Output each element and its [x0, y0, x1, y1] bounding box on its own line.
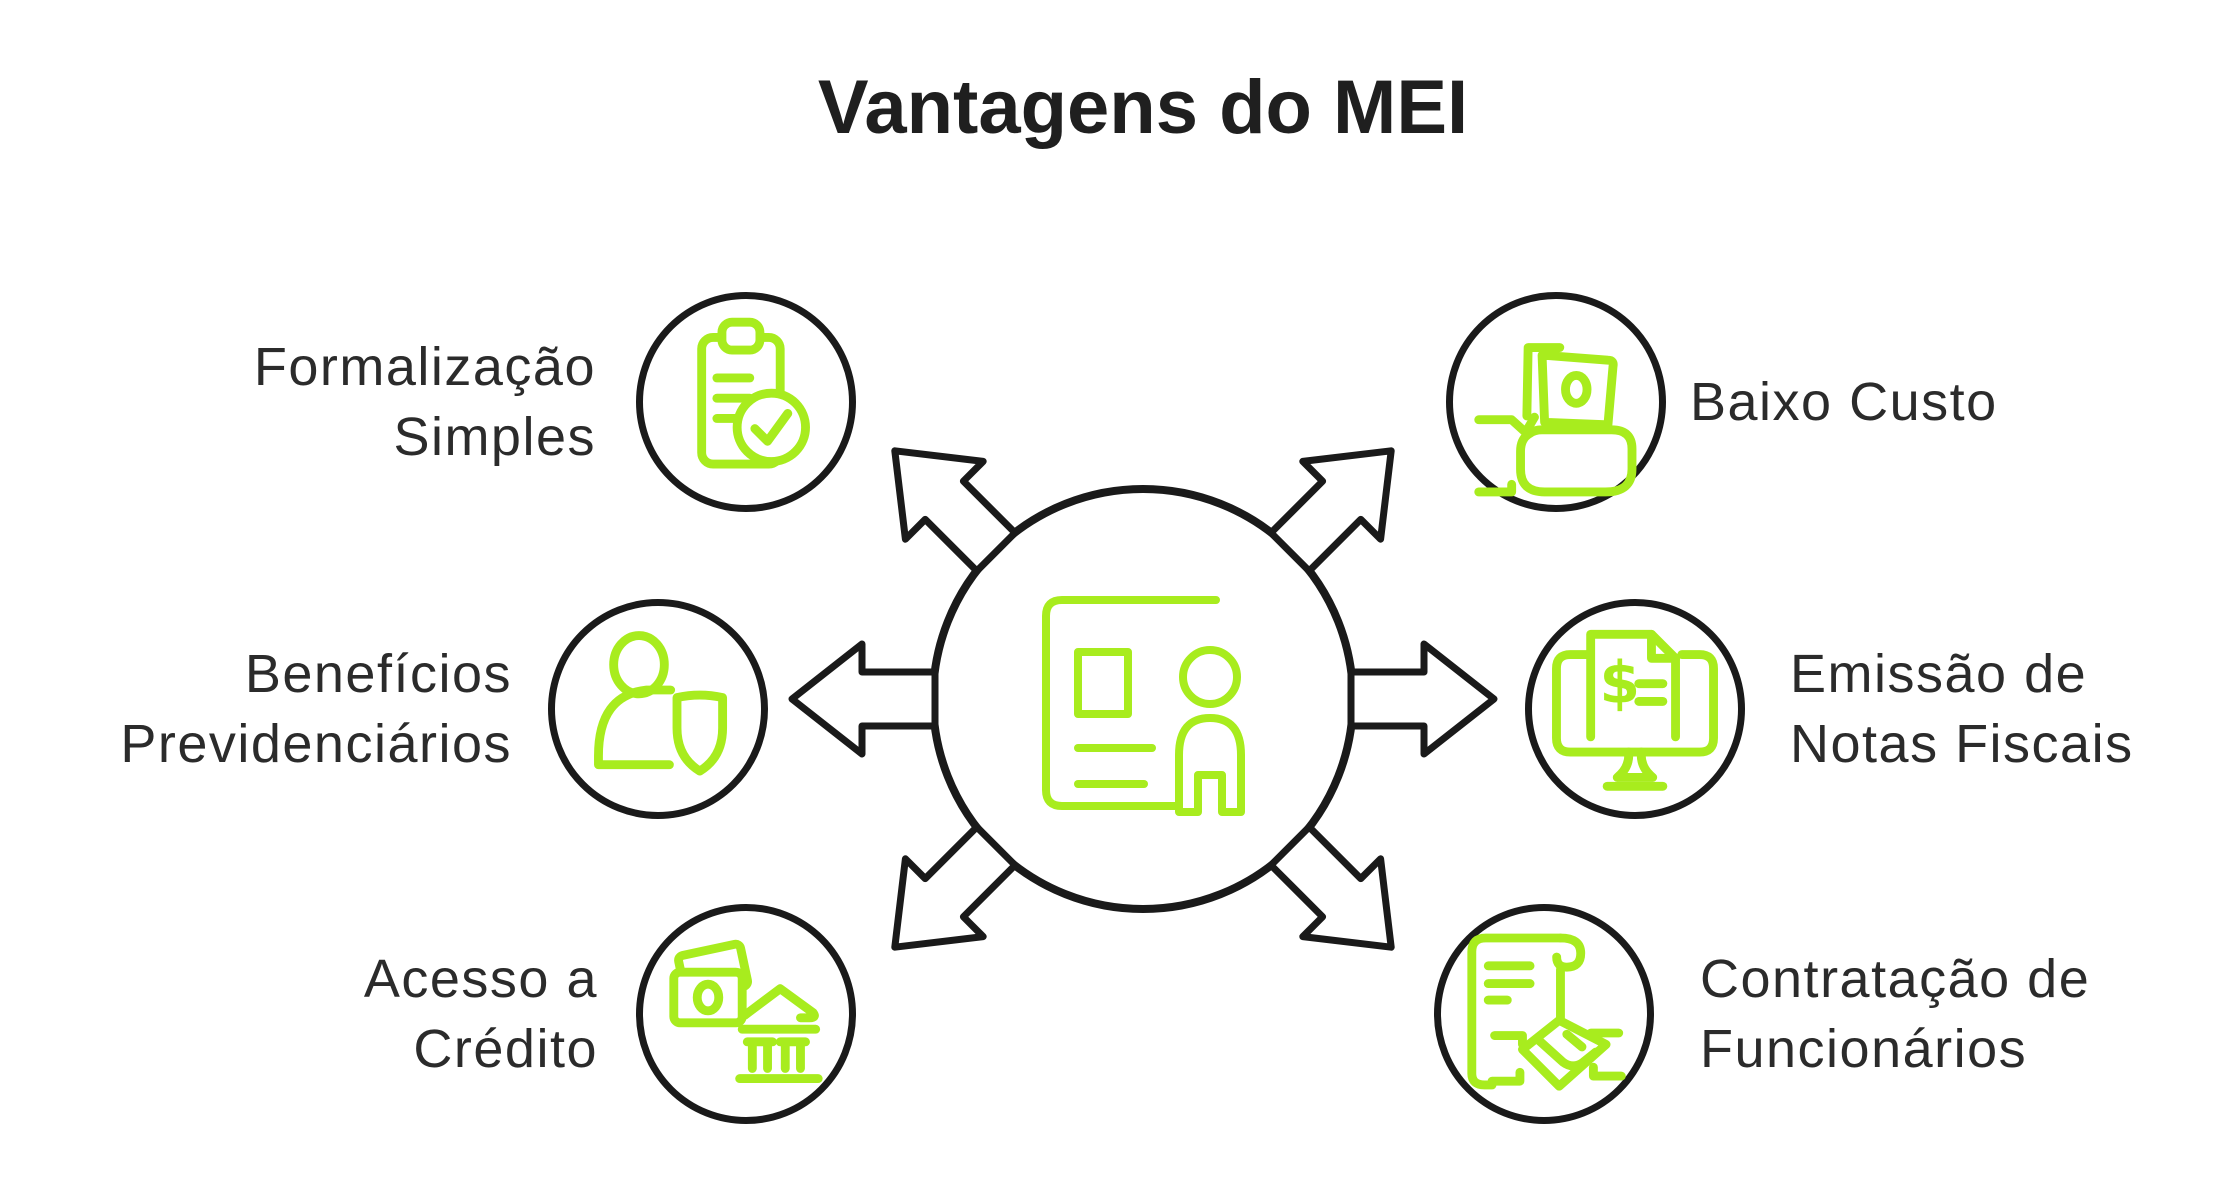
label-line: Contratação de [1700, 949, 2091, 1009]
node-emissao-notas-fiscais: $ [1525, 599, 1745, 819]
label-line: Previdenciários [120, 714, 512, 774]
arrow-down-left-icon [891, 823, 1019, 951]
scroll-handshake-icon [1467, 933, 1626, 1091]
node-contratacao-funcionarios [1434, 904, 1654, 1124]
label-formalizacao-simples: Formalização Simples [254, 332, 596, 472]
hand-money-icon [1474, 343, 1637, 497]
node-baixo-custo [1446, 292, 1666, 512]
monitor-invoice-icon: $ [1552, 629, 1718, 791]
label-beneficios-previdenciarios: Benefícios Previdenciários [120, 639, 512, 779]
arrow-right-icon [1347, 640, 1498, 758]
node-beneficios-previdenciarios [548, 599, 768, 819]
label-line: Notas Fiscais [1790, 714, 2134, 774]
person-shield-icon [594, 631, 728, 776]
money-bank-icon [669, 939, 823, 1084]
label-baixo-custo: Baixo Custo [1690, 367, 1998, 437]
label-line: Funcionários [1700, 1019, 2028, 1079]
page-title: Vantagens do MEI [817, 65, 1469, 150]
label-contratacao-funcionarios: Contratação de Funcionários [1700, 944, 2090, 1084]
label-acesso-a-credito: Acesso a Crédito [364, 944, 598, 1084]
clipboard-check-icon [697, 317, 810, 469]
arrow-left-icon [788, 640, 939, 758]
label-emissao-notas-fiscais: Emissão de Notas Fiscais [1790, 639, 2134, 779]
arrow-down-right-icon [1267, 823, 1395, 951]
label-line: Formalização [253, 337, 596, 397]
svg-text:$: $ [1600, 649, 1641, 717]
id-card-icon [1042, 596, 1245, 816]
label-line: Emissão de [1790, 644, 2088, 704]
label-line: Crédito [413, 1019, 598, 1079]
central-hub [788, 447, 1498, 951]
arrow-up-left-icon [891, 447, 1019, 575]
label-line: Benefícios [244, 644, 512, 704]
label-line: Simples [393, 407, 596, 467]
node-formalizacao-simples [636, 292, 856, 512]
label-line: Baixo Custo [1690, 372, 1998, 432]
node-acesso-a-credito [636, 904, 856, 1124]
arrow-up-right-icon [1267, 447, 1395, 575]
label-line: Acesso a [363, 949, 598, 1009]
